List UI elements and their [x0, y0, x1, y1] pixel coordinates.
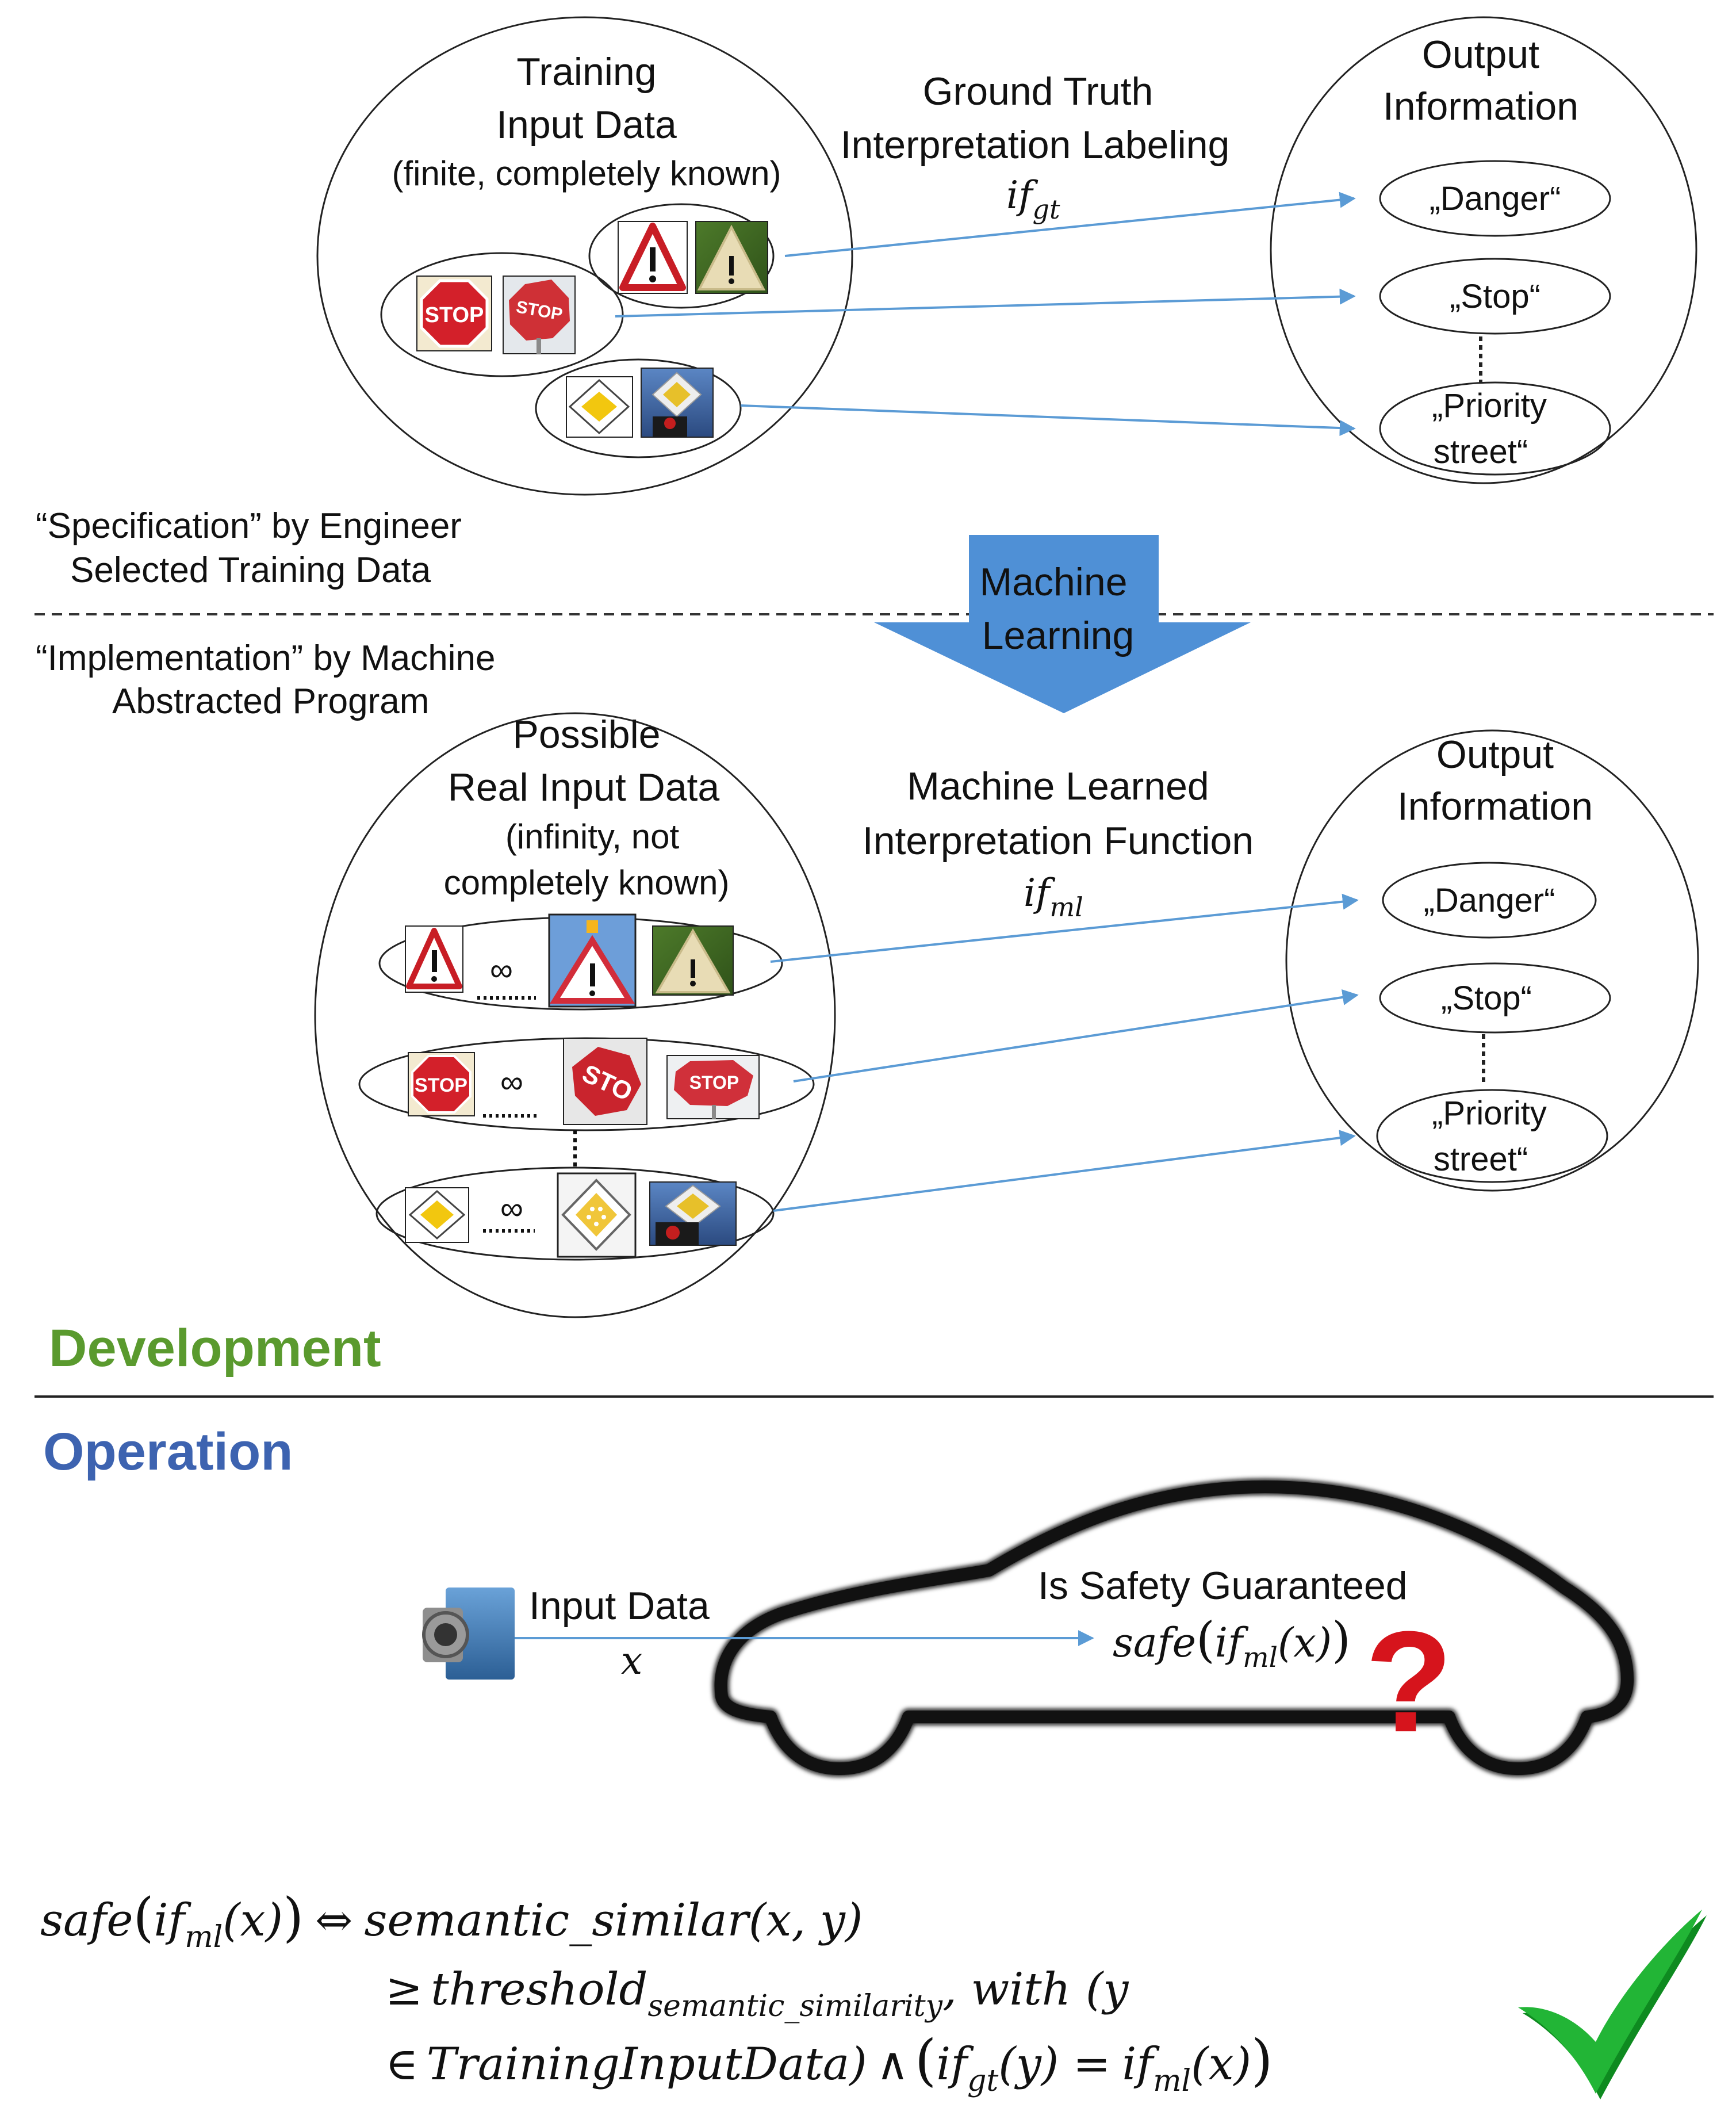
training-input-ellipse	[316, 16, 853, 496]
arrow-gt-stop	[615, 288, 1356, 318]
output-title-lower-1: Output	[1436, 733, 1554, 776]
stop-training-group	[380, 252, 624, 377]
output-stop-lower	[1379, 962, 1611, 1034]
output-title-top-2: Information	[1383, 85, 1578, 128]
stop-sign-photo-icon: STOP	[503, 276, 576, 354]
output-priority-top	[1379, 381, 1611, 476]
output-stop-top	[1379, 258, 1611, 335]
impl-label-1: “Implementation” by Machine	[36, 638, 495, 678]
output-stop-lower-label: „Stop“	[1441, 980, 1532, 1017]
stop-sign-icon: STOP	[416, 276, 492, 351]
output-danger-top	[1379, 160, 1611, 237]
gt-title-2: Interpretation Labeling	[841, 123, 1230, 167]
ml-arrow-label-1: Machine	[979, 560, 1127, 604]
gt-title-1: Ground Truth	[923, 70, 1153, 113]
stop-sign-icon: STOP	[408, 1052, 475, 1116]
output-danger-top-label: „Danger“	[1430, 180, 1561, 217]
warning-light-sign-icon	[548, 913, 637, 1008]
svg-text:STOP: STOP	[689, 1072, 739, 1093]
real-title-3: (infinity, not	[505, 817, 680, 856]
training-title-2: Input Data	[496, 103, 677, 147]
formula-line-3: ∈TrainingInputData)∧(ifgt(y) =ifml(x))	[385, 2028, 1273, 2098]
safety-expression: safe(ifml(x))	[1113, 1612, 1351, 1674]
formula-line-2: ≥thresholdsemantic_similarity, with(y	[385, 1964, 1129, 2023]
operation-label: Operation	[43, 1422, 293, 1481]
stop-sign-photo-icon: STOP	[666, 1055, 760, 1119]
warning-sign-photo-icon	[652, 925, 734, 996]
output-stop-top-label: „Stop“	[1450, 278, 1540, 315]
arrow-gt-danger	[784, 192, 1356, 257]
infinity-danger: ∞	[490, 951, 513, 988]
ml-arrow-label-2: Learning	[982, 614, 1135, 657]
input-var-label: x	[621, 1639, 642, 1683]
infinity-stop: ∞	[500, 1064, 523, 1100]
real-title-4: completely known)	[444, 863, 730, 902]
output-title-lower-2: Information	[1397, 785, 1593, 828]
output-info-ellipse-top	[1270, 16, 1697, 484]
warning-sign-photo-icon	[695, 221, 768, 294]
ml-title-2: Interpretation Function	[863, 819, 1254, 863]
real-input-ellipse	[314, 712, 836, 1318]
ml-title-1: Machine Learned	[907, 764, 1209, 808]
spec-label-2: Selected Training Data	[70, 550, 431, 590]
priority-sign-dotted-icon	[557, 1172, 637, 1258]
input-data-label: Input Data	[529, 1584, 710, 1628]
car-outline-crisp	[714, 1481, 1634, 1775]
safety-title: Is Safety Guaranteed	[1038, 1564, 1408, 1608]
machine-learning-arrow	[874, 535, 1251, 713]
warning-sign-icon	[618, 221, 688, 294]
output-priority-lower-label-1: „Priority	[1432, 1095, 1547, 1132]
arrow-gt-priority	[740, 404, 1356, 437]
priority-sign-photo-icon	[641, 368, 714, 438]
output-danger-lower-label: „Danger“	[1424, 882, 1555, 919]
safety-formula: safe(ifml(x))⇔semantic_similar(x, y) ≥th…	[40, 1887, 1273, 2098]
ml-function-label: ifml	[1024, 871, 1083, 923]
infinity-priority: ∞	[500, 1190, 523, 1226]
real-title-1: Possible	[512, 713, 660, 756]
output-priority-lower-label-2: street“	[1434, 1141, 1528, 1178]
warning-sign-icon	[405, 925, 463, 993]
gt-function-label: ifgt	[1006, 173, 1060, 225]
arrow-ml-priority	[773, 1130, 1356, 1212]
training-title-3: (finite, completely known)	[392, 154, 781, 193]
priority-sign-icon	[566, 376, 633, 438]
stop-sign-tilted-icon: STO	[563, 1038, 647, 1125]
arrow-ml-danger	[770, 893, 1359, 963]
output-danger-lower	[1382, 862, 1597, 939]
priority-real-group	[375, 1166, 775, 1261]
development-label: Development	[49, 1319, 381, 1378]
checkmark-icon	[1518, 1910, 1707, 2099]
svg-text:STOP: STOP	[425, 303, 484, 327]
question-mark-icon: ?	[1365, 1601, 1453, 1762]
training-title-1: Training	[516, 50, 656, 94]
svg-text:STOP: STOP	[415, 1074, 467, 1096]
output-priority-top-label-1: „Priority	[1432, 387, 1547, 424]
spec-label-1: “Specification” by Engineer	[36, 506, 462, 546]
priority-sign-icon	[405, 1187, 469, 1243]
output-info-ellipse-lower	[1285, 729, 1699, 1192]
arrow-ml-stop	[793, 989, 1359, 1082]
camera-icon	[422, 1588, 515, 1680]
output-priority-lower	[1376, 1089, 1608, 1183]
danger-training-group	[588, 203, 775, 309]
impl-label-2: Abstracted Program	[112, 682, 429, 721]
real-title-2: Real Input Data	[448, 766, 720, 809]
output-priority-top-label-2: street“	[1434, 433, 1528, 470]
priority-sign-photo-icon	[649, 1181, 737, 1246]
formula-line-1: safe(ifml(x))⇔semantic_similar(x, y)	[40, 1887, 863, 1954]
priority-training-group	[535, 358, 742, 458]
output-title-top-1: Output	[1422, 33, 1539, 76]
